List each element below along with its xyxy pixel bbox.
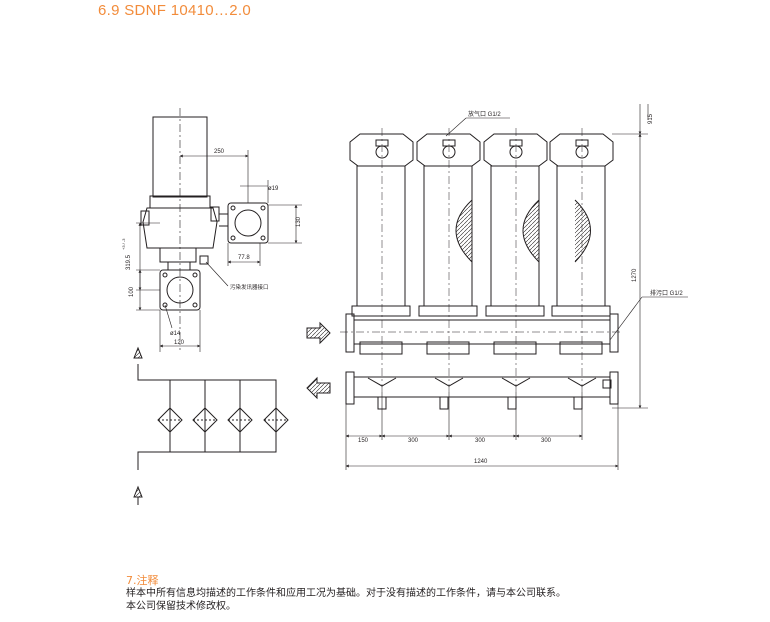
- side-flange-bottom-bore: [166, 276, 194, 304]
- hydraulic-schematic: [133, 346, 289, 505]
- flow-arrow-bottom: [133, 485, 143, 498]
- outlet-arrow: [306, 376, 331, 400]
- dim-bolt-dia: ø14: [170, 331, 181, 337]
- filter-symbol-2: [192, 407, 218, 433]
- side-flange-right: [227, 202, 269, 244]
- upper-manifold-flange-right: [609, 313, 619, 353]
- schematic-lines: [137, 364, 277, 470]
- page-title: 6.9 SDNF 10410…2.0: [98, 2, 251, 19]
- filter-symbol-4: [263, 407, 289, 433]
- side-view: [136, 108, 302, 352]
- filter-unit-4: [549, 128, 614, 392]
- label-drain: 排污口 G1/2: [650, 289, 683, 297]
- side-lower-stem: [159, 247, 197, 263]
- dim-height-tol: +3 / -3: [121, 238, 126, 250]
- filter-unit-2: [416, 128, 481, 392]
- dim-first-spacing: 150: [358, 438, 369, 444]
- upper-manifold-flange-left: [345, 313, 355, 353]
- dim-bottom-height: 100: [129, 286, 135, 297]
- side-head-body: [142, 207, 218, 249]
- dim-top-gap: 915: [648, 113, 654, 124]
- dim-offset: 250: [214, 149, 225, 155]
- notes-heading: 7.注释: [126, 574, 159, 587]
- front-view-labels: 放气口 G1/2 排污口 G1/2 915 1270 150 300 300 3…: [358, 110, 683, 465]
- dim-spacing-2: 300: [475, 438, 486, 444]
- dim-bottom-width: 120: [174, 340, 185, 346]
- filter-symbol-3: [227, 407, 253, 433]
- dim-flange-height: 130: [296, 216, 302, 227]
- filter-unit-3: [483, 128, 548, 392]
- front-view: [306, 104, 688, 470]
- dim-spacing-3: 300: [541, 438, 552, 444]
- dim-height: 1270: [632, 268, 638, 282]
- notes-line-1: 样本中所有信息均描述的工作条件和应用工况为基础。对于没有描述的工作条件，请与本公…: [126, 588, 566, 599]
- inlet-arrow: [306, 321, 331, 345]
- dim-spacing-1: 300: [408, 438, 419, 444]
- label-vent: 放气口 G1/2: [468, 110, 501, 118]
- notes-line-2: 本公司保留技术修改权。: [126, 601, 236, 612]
- dim-port-dia: ø19: [268, 186, 279, 192]
- label-drain-port: 污染发讯器接口: [230, 283, 269, 291]
- flow-arrow-top: [133, 346, 143, 359]
- side-flange-right-bore: [234, 209, 262, 237]
- side-head-boss-left: [140, 210, 150, 226]
- dim-total-length: 1240: [474, 459, 488, 465]
- filter-symbol-1: [157, 407, 183, 433]
- dim-flange-width: 77.8: [238, 255, 250, 261]
- filter-unit-1: [349, 128, 414, 392]
- dim-height-total: 319.5: [126, 254, 132, 270]
- side-view-dimensions: 250 ø19 130 77.8 319.5 +3 / -3 100 ø14 1…: [121, 149, 302, 346]
- notes-section: 7.注释 样本中所有信息均描述的工作条件和应用工况为基础。对于没有描述的工作条件…: [126, 574, 746, 613]
- lower-manifold-flange-left: [345, 371, 355, 405]
